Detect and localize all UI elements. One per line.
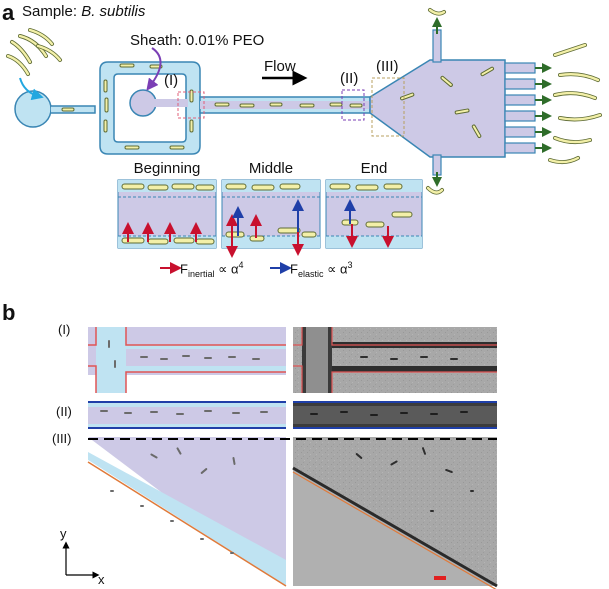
- sheath-feed-arrow: [146, 47, 162, 91]
- region-I-label: (I): [164, 72, 179, 89]
- inset-title-beginning: Beginning: [133, 160, 201, 177]
- panel-b-row-III-schematic: [87, 437, 287, 587]
- inset-title-end: End: [360, 160, 388, 177]
- panel-b-row-I-micrograph: [293, 327, 497, 393]
- sample-inlet: [14, 90, 96, 128]
- flow-label: Flow: [264, 58, 296, 75]
- panel-b-bacteria: [100, 340, 474, 554]
- sample-species: B. subtilis: [81, 3, 146, 20]
- panel-b-letter: b: [2, 300, 16, 325]
- scale-bar: [434, 576, 446, 580]
- inset-force-arrows: [122, 199, 394, 258]
- region-III-label: (III): [376, 58, 399, 75]
- region-box-II: [341, 89, 365, 121]
- outlet-arrows: [432, 17, 552, 187]
- panel-b-row-III-micrograph: [292, 437, 498, 589]
- main-channel: [199, 29, 536, 176]
- bacteria-cells: [6, 28, 495, 150]
- sheath-label: Sheath: 0.01% PEO: [130, 32, 265, 49]
- row-II-label: (II): [56, 404, 72, 419]
- region-box-I: [177, 91, 205, 119]
- sample-prefix: Sample:: [22, 3, 82, 20]
- sample-label: Sample: B. subtilis: [22, 3, 145, 20]
- axis-indicator: [62, 541, 100, 579]
- row-III-label: (III): [52, 431, 72, 446]
- axis-y-label: y: [60, 526, 67, 541]
- panel-a-letter: a: [2, 0, 15, 25]
- outlet-bacteria: [426, 8, 602, 195]
- row-I-label: (I): [58, 322, 71, 337]
- sheath-loop-channel: [99, 61, 201, 155]
- region-II-label: (II): [340, 70, 359, 87]
- legend-inertial-label: Finertial ∝ α4: [180, 260, 244, 279]
- inset-bacteria: [121, 183, 413, 245]
- region-box-III: [371, 77, 405, 137]
- legend-elastic-label: Felastic ∝ α3: [290, 260, 353, 279]
- axis-x-label: x: [98, 572, 105, 587]
- panel-b-row-I-schematic: [88, 327, 286, 393]
- panel-b-row-II-schematic: [88, 401, 286, 429]
- panel-b-row-II-micrograph: [293, 401, 497, 429]
- inset-title-middle: Middle: [248, 160, 294, 177]
- sample-feed-arrow: [19, 77, 44, 101]
